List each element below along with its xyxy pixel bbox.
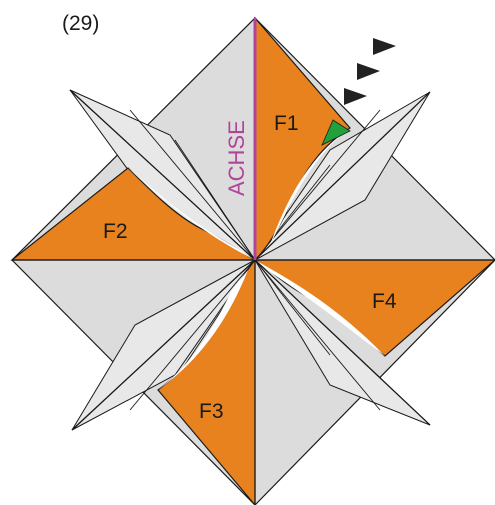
- green-triangle-icon: [321, 119, 351, 146]
- step-number: (29): [62, 12, 99, 35]
- arrow-marker-icon: [344, 88, 367, 105]
- arrow-markers: [344, 38, 396, 105]
- flap-label-f3: F3: [199, 400, 224, 423]
- arrow-marker-icon: [357, 63, 380, 80]
- axis-label: ACHSE: [224, 120, 249, 196]
- flap-label-f1: F1: [274, 112, 299, 135]
- flap-f4-gap: [255, 260, 385, 356]
- flap-label-f2: F2: [103, 220, 128, 243]
- flap-label-f4: F4: [372, 290, 397, 313]
- flaps: [10, 16, 495, 505]
- flap-f3-gap: [158, 270, 248, 390]
- arrow-marker-icon: [373, 38, 396, 55]
